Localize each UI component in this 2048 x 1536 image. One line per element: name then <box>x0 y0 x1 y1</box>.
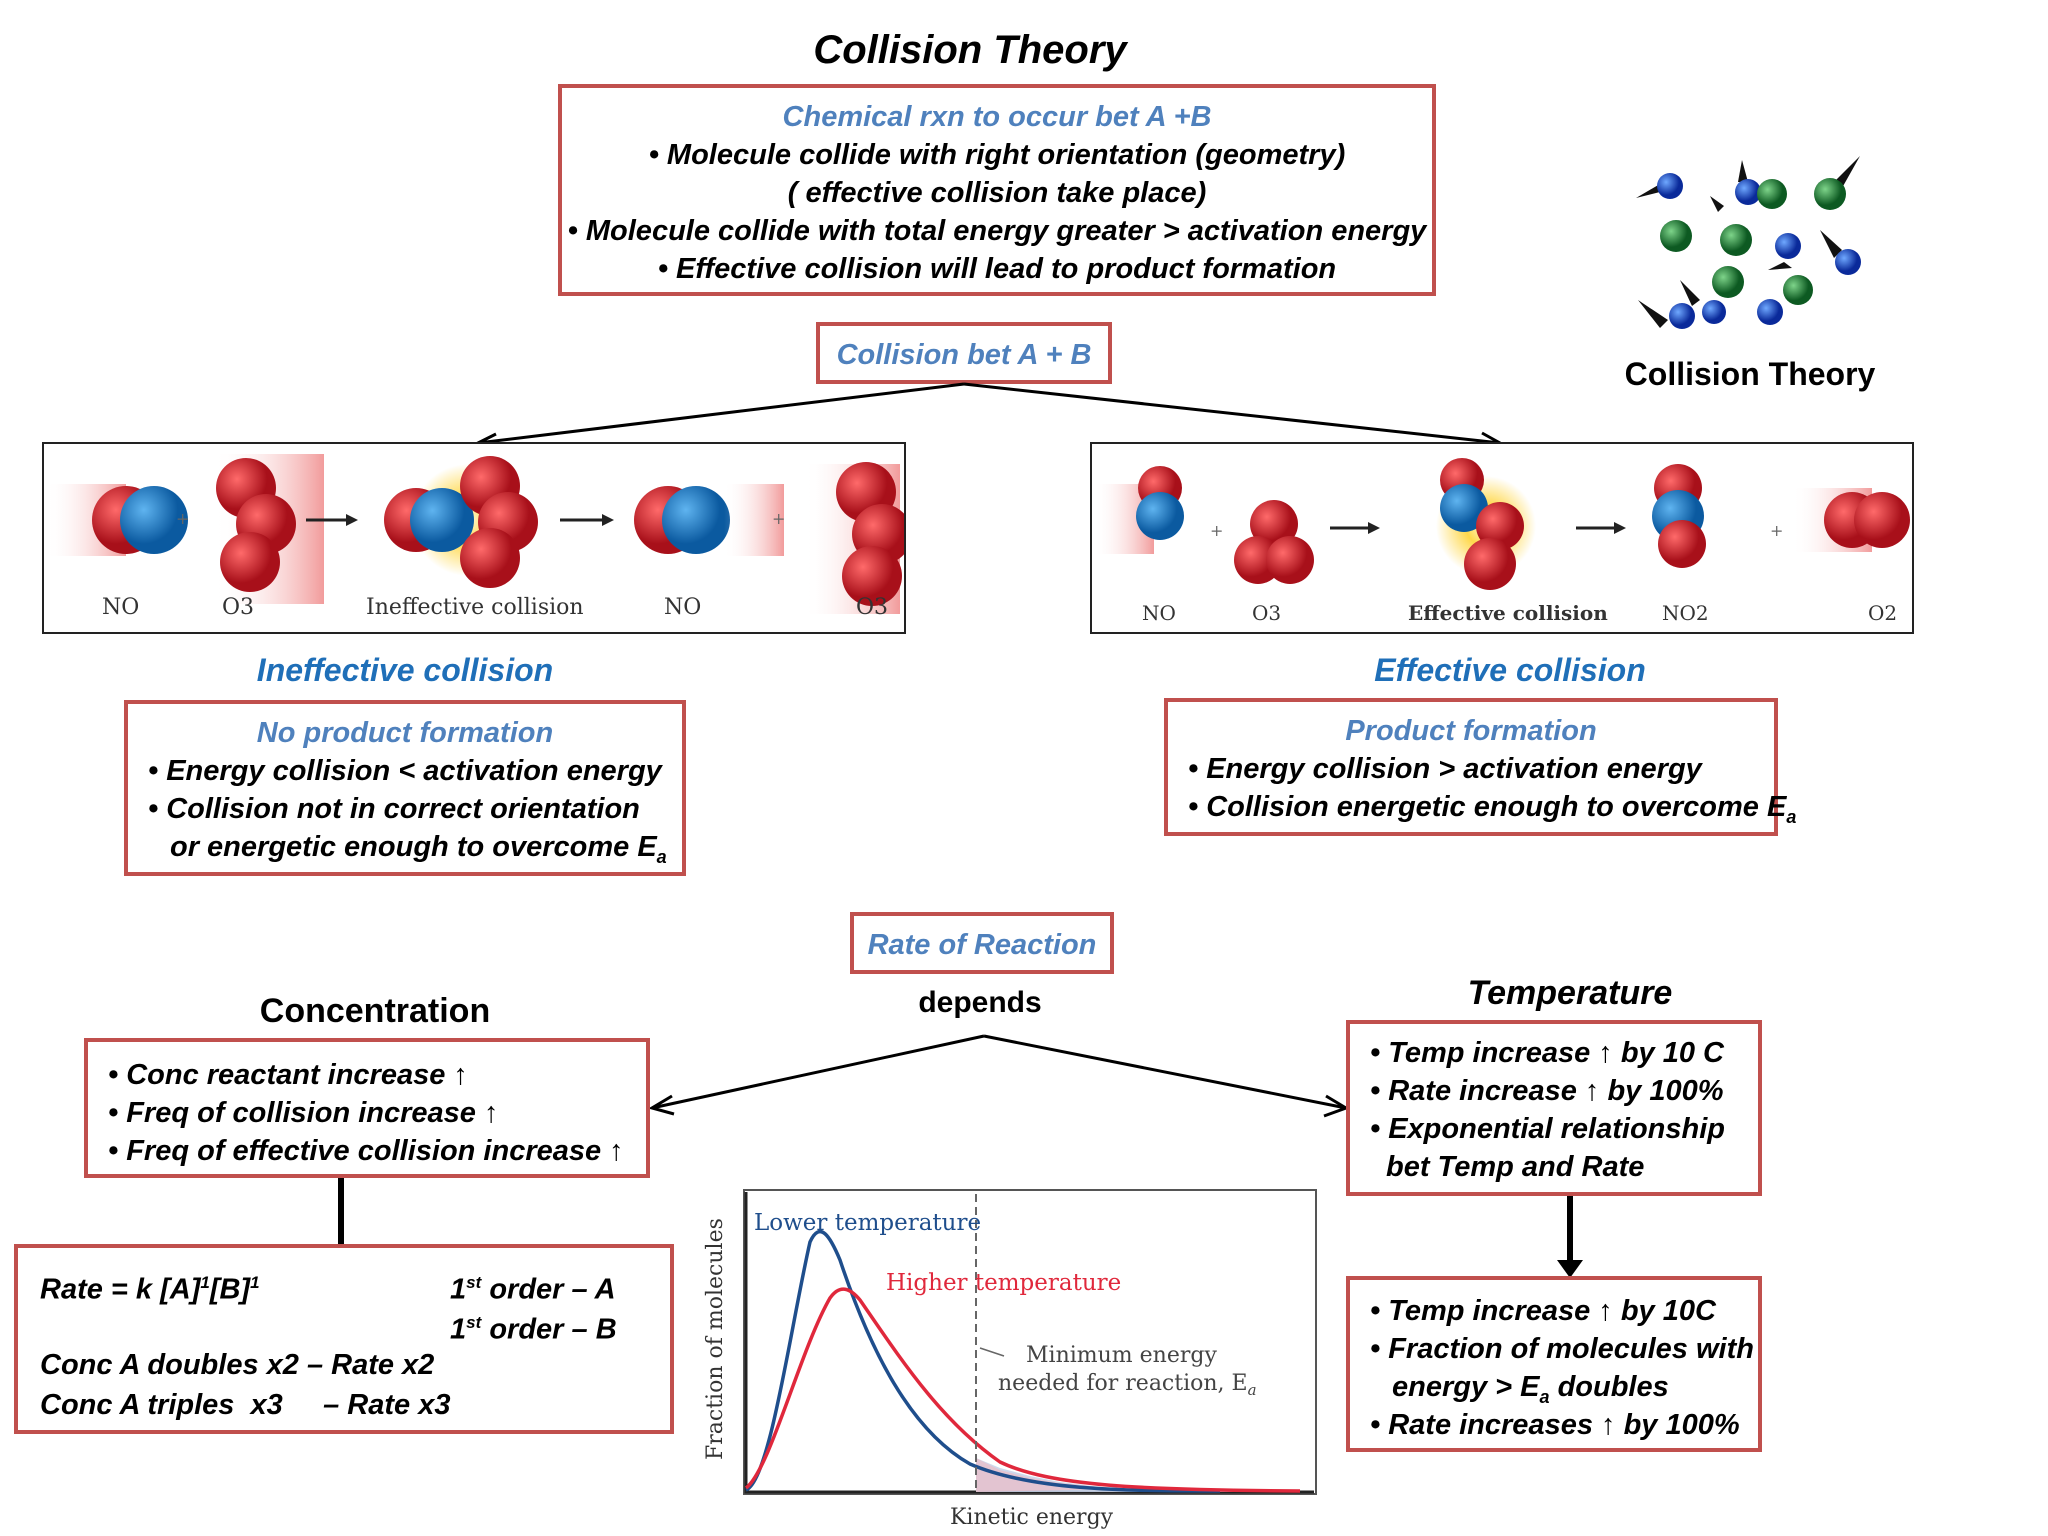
condition-line: • Molecule collide with right orientatio… <box>648 139 1346 171</box>
temperature-title: Temperature <box>1467 974 1673 1012</box>
temp-effect-line: • Temp increase ↑ by 10C <box>1370 1295 1716 1327</box>
condition-line: • Effective collision will lead to produ… <box>657 253 1337 285</box>
temp-effect-line: energy > Ea doubles <box>1392 1371 1669 1407</box>
rxn-conditions-heading: Chemical rxn to occur bet A +B <box>782 101 1212 133</box>
annotation-min-energy: Minimum energy <box>1026 1343 1217 1368</box>
effective-collision-image: + + NO O3 Effective collision NO2 O2 <box>1090 442 1914 634</box>
collision-box-label: Collision bet A + B <box>836 339 1092 371</box>
x-axis-label: Kinetic energy <box>950 1505 1114 1530</box>
rate-of-reaction-box: Rate of Reaction <box>850 912 1114 974</box>
condition-line: • Molecule collide with total energy gre… <box>567 215 1427 247</box>
label-o3: O3 <box>222 595 254 620</box>
energy-distribution-chart: Lower temperature Higher temperature Min… <box>703 1189 1317 1530</box>
svg-text:O2: O2 <box>1868 601 1897 625</box>
ineffective-line: • Collision not in correct orientation <box>148 793 640 825</box>
label-ineffective: Ineffective collision <box>366 595 584 620</box>
rate-equation: Rate = k [A]1[B]1 <box>40 1273 260 1306</box>
series-higher-temperature <box>744 1287 1301 1493</box>
concentration-line: • Freq of collision increase ↑ <box>108 1097 499 1129</box>
order-b: 1st order – B <box>450 1313 617 1346</box>
rate-of-reaction-label: Rate of Reaction <box>867 929 1097 961</box>
annotation-needed: needed for reaction, Ea <box>998 1371 1257 1399</box>
depends-label: depends <box>918 986 1042 1019</box>
temperature-line: • Rate increase ↑ by 100% <box>1370 1075 1724 1107</box>
ineffective-title: Ineffective collision <box>256 652 554 688</box>
temperature-box: • Temp increase ↑ by 10 C • Rate increas… <box>1346 1020 1762 1196</box>
svg-text:Effective collision: Effective collision <box>1408 601 1608 625</box>
y-axis-label: Fraction of molecules <box>703 1218 728 1460</box>
molecule-caption: Collision Theory <box>1624 356 1876 392</box>
rate-law-box: Rate = k [A]1[B]1 1st order – A 1st orde… <box>14 1244 674 1434</box>
temp-effect-line: • Rate increases ↑ by 100% <box>1370 1409 1740 1441</box>
condition-line: ( effective collision take place) <box>787 177 1207 209</box>
label-o3: O3 <box>856 595 888 620</box>
concentration-line: • Conc reactant increase ↑ <box>108 1059 468 1091</box>
collision-box: Collision bet A + B <box>816 322 1112 384</box>
effective-title: Effective collision <box>1374 652 1646 688</box>
label-no: NO <box>102 595 139 620</box>
series-label-higher: Higher temperature <box>886 1270 1121 1296</box>
svg-text:+: + <box>176 509 189 528</box>
order-a: 1st order – A <box>450 1273 616 1306</box>
concentration-line: • Freq of effective collision increase ↑ <box>108 1135 624 1167</box>
page-title: Collision Theory <box>813 28 1127 72</box>
conc-doubles: Conc A doubles x2 – Rate x2 <box>40 1349 435 1381</box>
conc-triples: Conc A triples x3 – Rate x3 <box>40 1389 451 1421</box>
svg-text:+: + <box>1770 521 1783 540</box>
effective-collision-diagram: + + NO O3 Effective collision NO2 O2 <box>1094 458 1910 625</box>
svg-text:+: + <box>772 509 785 528</box>
rxn-conditions-box: Chemical rxn to occur bet A +B • Molecul… <box>558 84 1436 296</box>
effective-line: • Collision energetic enough to overcome… <box>1188 791 1797 827</box>
temperature-line: • Exponential relationship <box>1370 1113 1725 1145</box>
temperature-line: bet Temp and Rate <box>1386 1151 1645 1183</box>
ineffective-collision-image: + + NO O3 Ineffective collision NO O3 <box>42 442 912 634</box>
effective-box: Product formation • Energy collision > a… <box>1164 698 1796 836</box>
series-label-lower: Lower temperature <box>754 1210 981 1236</box>
concentration-title: Concentration <box>259 992 491 1030</box>
svg-text:NO: NO <box>1142 601 1176 625</box>
effective-heading: Product formation <box>1345 715 1597 747</box>
ineffective-collision-diagram: + + NO O3 Ineffective collision NO O3 <box>46 454 912 620</box>
label-no: NO <box>664 595 701 620</box>
effective-line: • Energy collision > activation energy <box>1188 753 1702 785</box>
concentration-box: • Conc reactant increase ↑ • Freq of col… <box>84 1038 650 1178</box>
svg-text:NO2: NO2 <box>1662 601 1709 625</box>
ineffective-line: • Energy collision < activation energy <box>148 755 662 787</box>
ineffective-line: or energetic enough to overcome Ea <box>170 831 667 867</box>
temperature-effect-box: • Temp increase ↑ by 10C • Fraction of m… <box>1346 1276 1762 1452</box>
svg-text:O3: O3 <box>1252 601 1281 625</box>
ineffective-heading: No product formation <box>256 717 554 749</box>
temperature-line: • Temp increase ↑ by 10 C <box>1370 1037 1725 1069</box>
svg-text:+: + <box>1210 521 1223 540</box>
molecules-illustration <box>1636 156 1861 329</box>
ineffective-box: No product formation • Energy collision … <box>124 700 686 876</box>
temp-effect-line: • Fraction of molecules with <box>1370 1333 1754 1365</box>
molecule-trails-icon <box>1636 156 1860 328</box>
